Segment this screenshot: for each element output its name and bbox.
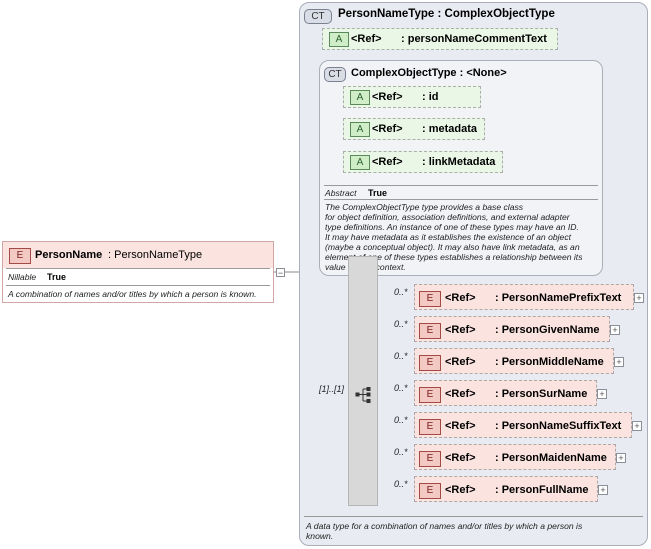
- sequence-icon: [355, 387, 371, 403]
- complex-type-badge: CT: [304, 9, 332, 24]
- element-badge: E: [419, 387, 441, 403]
- element-occurrence: 0..*: [394, 351, 408, 361]
- root-element-description: A combination of names and/or titles by …: [8, 289, 257, 299]
- element-name: : PersonGivenName: [495, 324, 600, 336]
- element-occurrence: 0..*: [394, 447, 408, 457]
- attribute-link-metadata[interactable]: A <Ref> : linkMetadata: [343, 151, 503, 173]
- attribute-id[interactable]: A <Ref> : id: [343, 86, 481, 108]
- element-ref: <Ref>: [445, 356, 476, 368]
- attribute-name: : metadata: [422, 123, 478, 135]
- element-name: : PersonMiddleName: [495, 356, 604, 368]
- nillable-value: True: [47, 272, 67, 282]
- element-person-name-suffix-text[interactable]: E <Ref> : PersonNameSuffixText: [414, 412, 632, 438]
- element-badge: E: [419, 291, 441, 307]
- base-divider-2: [324, 199, 598, 200]
- element-ref: <Ref>: [445, 324, 476, 336]
- expand-icon[interactable]: +: [610, 325, 620, 335]
- element-ref: <Ref>: [445, 452, 476, 464]
- element-name: : PersonSurName: [495, 388, 588, 400]
- expand-icon[interactable]: +: [598, 485, 608, 495]
- attribute-name: : personNameCommentText: [401, 33, 547, 45]
- expand-icon[interactable]: +: [616, 453, 626, 463]
- element-person-given-name[interactable]: E <Ref> : PersonGivenName: [414, 316, 610, 342]
- attribute-badge: A: [329, 32, 349, 47]
- element-occurrence: 0..*: [394, 383, 408, 393]
- element-occurrence: 0..*: [394, 287, 408, 297]
- element-person-middle-name[interactable]: E <Ref> : PersonMiddleName: [414, 348, 614, 374]
- attribute-badge: A: [350, 90, 370, 105]
- element-name: : PersonMaidenName: [495, 452, 607, 464]
- root-divider-2: [6, 285, 270, 286]
- element-person-name-prefix-text[interactable]: E <Ref> : PersonNamePrefixText: [414, 284, 634, 310]
- element-badge: E: [9, 248, 31, 264]
- element-ref: <Ref>: [445, 484, 476, 496]
- attribute-metadata[interactable]: A <Ref> : metadata: [343, 118, 485, 140]
- element-badge: E: [419, 419, 441, 435]
- complex-type-doc-divider: [304, 516, 643, 517]
- root-element-header: [3, 242, 273, 268]
- attribute-name: : linkMetadata: [422, 156, 496, 168]
- expand-icon[interactable]: +: [632, 421, 642, 431]
- root-divider: [6, 268, 270, 269]
- element-occurrence: 0..*: [394, 479, 408, 489]
- expand-icon[interactable]: +: [634, 293, 644, 303]
- attribute-ref: <Ref>: [372, 156, 403, 168]
- abstract-value: True: [368, 188, 388, 198]
- element-badge: E: [419, 451, 441, 467]
- element-person-maiden-name[interactable]: E <Ref> : PersonMaidenName: [414, 444, 616, 470]
- sequence-compositor[interactable]: [348, 256, 378, 506]
- base-complex-type-badge: CT: [324, 67, 346, 82]
- root-element-box[interactable]: E PersonName : PersonNameType Nillable T…: [2, 241, 274, 303]
- base-complex-type-title: ComplexObjectType : <None>: [351, 67, 507, 79]
- complex-type-title: PersonNameType : ComplexObjectType: [338, 8, 555, 20]
- expand-icon[interactable]: +: [614, 357, 624, 367]
- element-occurrence: 0..*: [394, 319, 408, 329]
- root-element-name: PersonName: [35, 249, 103, 261]
- attribute-badge: A: [350, 155, 370, 170]
- element-ref: <Ref>: [445, 420, 476, 432]
- complex-type-doc: A data type for a combination of names a…: [306, 521, 583, 541]
- sequence-occurrence: [1]..[1]: [319, 384, 345, 394]
- element-occurrence: 0..*: [394, 415, 408, 425]
- element-ref: <Ref>: [445, 292, 476, 304]
- attribute-ref: <Ref>: [351, 33, 382, 45]
- element-badge: E: [419, 355, 441, 371]
- element-ref: <Ref>: [445, 388, 476, 400]
- element-badge: E: [419, 323, 441, 339]
- element-badge: E: [419, 483, 441, 499]
- element-person-full-name[interactable]: E <Ref> : PersonFullName: [414, 476, 598, 502]
- attribute-ref: <Ref>: [372, 91, 403, 103]
- element-name: : PersonFullName: [495, 484, 589, 496]
- collapse-toggle[interactable]: −: [276, 268, 285, 278]
- base-divider: [324, 185, 598, 186]
- attribute-badge: A: [350, 122, 370, 137]
- element-name: : PersonNameSuffixText: [495, 420, 622, 432]
- nillable-label: Nillable: [8, 272, 37, 282]
- attribute-ref: <Ref>: [372, 123, 403, 135]
- element-person-sur-name[interactable]: E <Ref> : PersonSurName: [414, 380, 597, 406]
- expand-icon[interactable]: +: [597, 389, 607, 399]
- element-name: : PersonNamePrefixText: [495, 292, 622, 304]
- attribute-name: : id: [422, 91, 439, 103]
- attribute-person-name-comment-text[interactable]: A <Ref> : personNameCommentText: [322, 28, 558, 50]
- abstract-label: Abstract: [325, 188, 357, 198]
- root-element-type: : PersonNameType: [108, 249, 203, 261]
